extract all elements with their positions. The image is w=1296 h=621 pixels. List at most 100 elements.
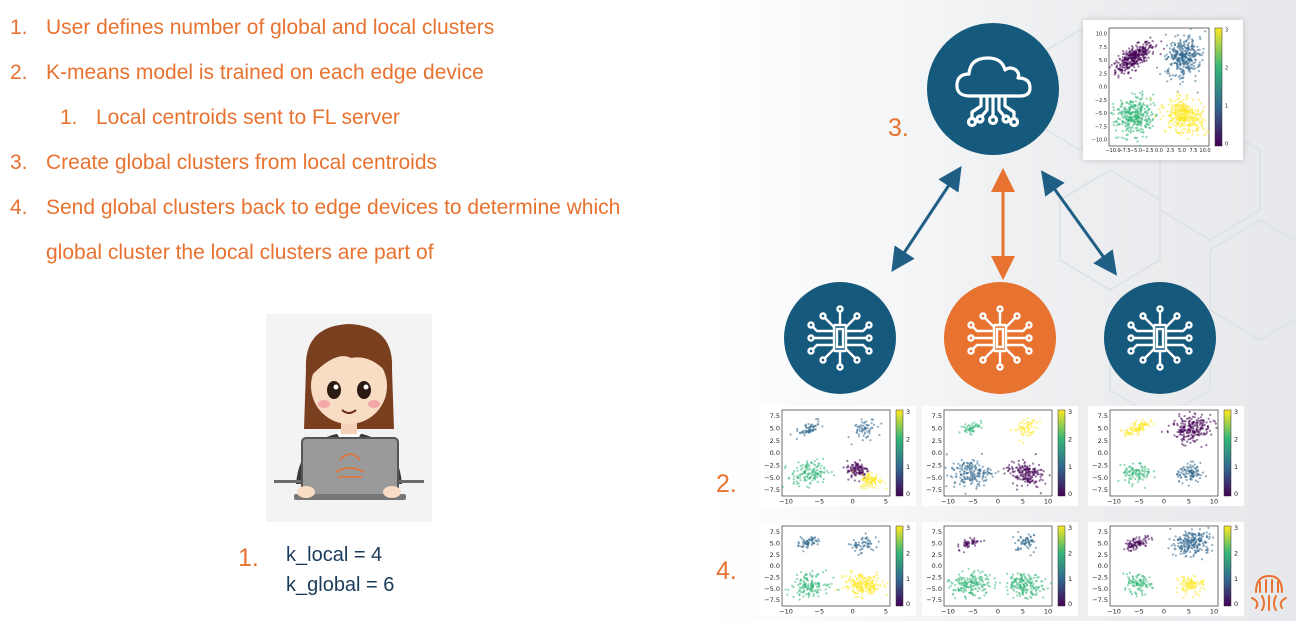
y-tick-label: −5.0 — [764, 474, 780, 482]
scatter-point — [1123, 56, 1126, 59]
scatter-point — [1189, 122, 1192, 125]
y-tick-label: 5.0 — [770, 540, 780, 548]
scatter-point — [1130, 432, 1133, 435]
scatter-point — [1183, 119, 1186, 122]
scatter-point — [1160, 430, 1163, 433]
scatter-point — [1174, 128, 1177, 132]
scatter-point — [1186, 440, 1189, 443]
scatter-point — [1176, 94, 1179, 97]
scatter-point — [954, 579, 957, 582]
scatter-point — [1010, 577, 1013, 580]
scatter-point — [1027, 472, 1030, 475]
scatter-point — [1188, 54, 1191, 57]
scatter-point — [1125, 468, 1128, 471]
scatter-point — [1131, 539, 1135, 542]
scatter-point — [981, 465, 984, 468]
scatter-point — [1166, 110, 1169, 113]
scatter-point — [857, 574, 860, 577]
scatter-point — [1144, 536, 1147, 539]
scatter-point — [856, 592, 859, 595]
scatter-point — [823, 466, 826, 469]
scatter-point — [801, 463, 804, 467]
scatter-point — [858, 429, 861, 432]
scatter-point — [978, 596, 982, 600]
x-tick-label: −10.0 — [1105, 148, 1120, 154]
scatter-point — [851, 584, 854, 587]
scatter-point — [1132, 584, 1135, 587]
scatter-point — [1125, 55, 1128, 58]
scatter-point — [978, 464, 981, 467]
scatter-point — [1033, 470, 1036, 473]
scatter-point — [1028, 474, 1031, 477]
scatter-point — [963, 581, 966, 584]
scatter-point — [1137, 41, 1140, 44]
scatter-point — [958, 578, 961, 581]
scatter-point — [797, 461, 800, 464]
scatter-point — [1198, 423, 1201, 426]
scatter-point — [1145, 118, 1148, 121]
scatter-point — [981, 576, 984, 579]
scatter-point — [1118, 118, 1122, 121]
scatter-point — [945, 485, 948, 488]
scatter-point — [1209, 420, 1212, 423]
scatter-point — [944, 466, 947, 469]
colorbar — [1214, 27, 1223, 147]
scatter-point — [1017, 582, 1020, 586]
scatter-point — [866, 539, 869, 542]
scatter-point — [1138, 98, 1141, 101]
scatter-point — [984, 573, 987, 576]
scatter-point — [816, 543, 819, 546]
scatter-point — [1020, 576, 1023, 579]
scatter-point — [1169, 42, 1172, 45]
scatter-point — [1189, 580, 1192, 583]
scatter-point — [1176, 45, 1179, 48]
colorbar-tick-label: 3 — [906, 408, 910, 416]
scatter-point — [1180, 438, 1183, 441]
scatter-point — [1135, 545, 1138, 548]
scatter-point — [1190, 427, 1193, 430]
scatter-point — [801, 537, 804, 540]
scatter-point — [1014, 579, 1017, 582]
scatter-point — [1172, 56, 1175, 59]
scatter-point — [951, 466, 954, 470]
scatter-point — [1028, 467, 1031, 470]
scatter-point — [1031, 585, 1034, 588]
scatter-point — [1194, 108, 1197, 111]
scatter-point — [1196, 66, 1199, 69]
scatter-point — [1191, 129, 1194, 133]
scatter-point — [869, 477, 872, 480]
scatter-point — [1137, 53, 1140, 56]
scatter-point — [1141, 135, 1144, 138]
scatter-point — [1033, 481, 1037, 484]
scatter-point — [1019, 585, 1022, 588]
scatter-point — [1118, 122, 1121, 126]
scatter-point — [1145, 97, 1148, 100]
scatter-point — [869, 576, 872, 580]
scatter-point — [972, 429, 975, 432]
scatter-point — [799, 479, 802, 482]
scatter-point — [1123, 66, 1126, 69]
scatter-point — [1193, 412, 1196, 415]
y-tick-label: 0.0 — [770, 562, 780, 570]
scatter-point — [867, 589, 870, 592]
scatter-point — [796, 429, 799, 432]
chip-icon — [1127, 305, 1193, 371]
scatter-point — [1200, 432, 1203, 435]
fl-server-node — [927, 23, 1059, 155]
scatter-point — [1143, 486, 1146, 489]
scatter-point — [1130, 429, 1133, 432]
scatter-point — [978, 576, 981, 580]
scatter-point — [1118, 111, 1121, 114]
y-tick-label: 2.5 — [932, 551, 942, 559]
scatter-point — [960, 468, 964, 471]
scatter-point — [847, 588, 850, 591]
scatter-point — [1176, 579, 1180, 582]
scatter-point — [1140, 465, 1143, 468]
scatter-point — [1143, 52, 1146, 56]
scatter-point — [857, 469, 860, 472]
scatter-point — [977, 586, 980, 589]
scatter-point — [1025, 584, 1029, 587]
scatter-point — [858, 580, 861, 583]
scatter-point — [825, 592, 828, 595]
scatter-point — [1028, 575, 1031, 578]
